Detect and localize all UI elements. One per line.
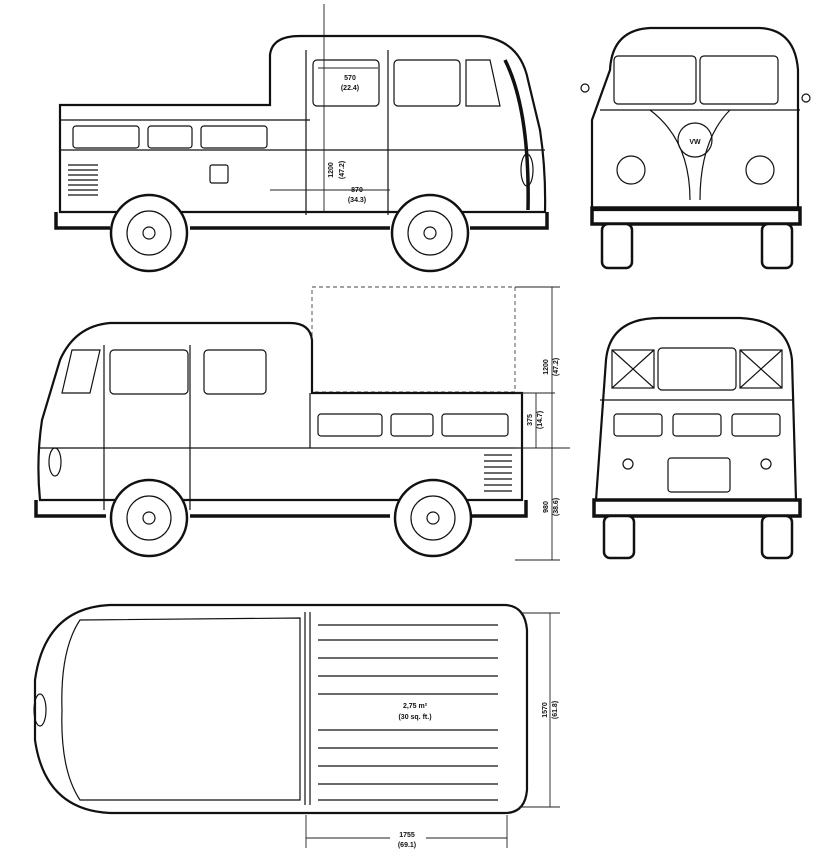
dim-1570-in: (61.8) xyxy=(552,701,559,719)
dim-980-in: (38.6) xyxy=(553,498,560,516)
dim-570: 570 xyxy=(344,75,356,82)
dim-1200-load: 1200 xyxy=(543,359,550,375)
dim-1200-load-in: (47.2) xyxy=(553,358,560,376)
dim-1200-door-in: (47.2) xyxy=(339,161,346,179)
dim-870: 870 xyxy=(351,187,363,194)
side-view-left: 570 (22.4) 1200 (47.2) 870 (34.3) xyxy=(54,4,549,273)
dim-1200-door: 1200 xyxy=(328,162,335,178)
bed-area-metric: 2,75 m² xyxy=(403,703,428,710)
dim-1755: 1755 xyxy=(399,832,415,839)
dim-570-in: (22.4) xyxy=(341,85,359,92)
dim-375-in: (14.7) xyxy=(537,411,544,429)
bed-area-imperial: (30 sq. ft.) xyxy=(398,714,431,721)
dim-1755-in: (69.1) xyxy=(398,842,416,849)
vw-emblem: VW xyxy=(689,139,701,146)
front-view: VW xyxy=(580,26,811,270)
dim-870-in: (34.3) xyxy=(348,197,366,204)
rear-view xyxy=(592,316,802,560)
dim-1570: 1570 xyxy=(542,702,549,718)
top-view: 2,75 m² (30 sq. ft.) 1570 (61.8) 1755 (6… xyxy=(33,603,560,850)
dim-375: 375 xyxy=(527,414,534,426)
dim-980: 980 xyxy=(543,501,550,513)
side-view-right: 1200 (47.2) 375 (14.7) 980 (38.6) xyxy=(34,286,570,561)
